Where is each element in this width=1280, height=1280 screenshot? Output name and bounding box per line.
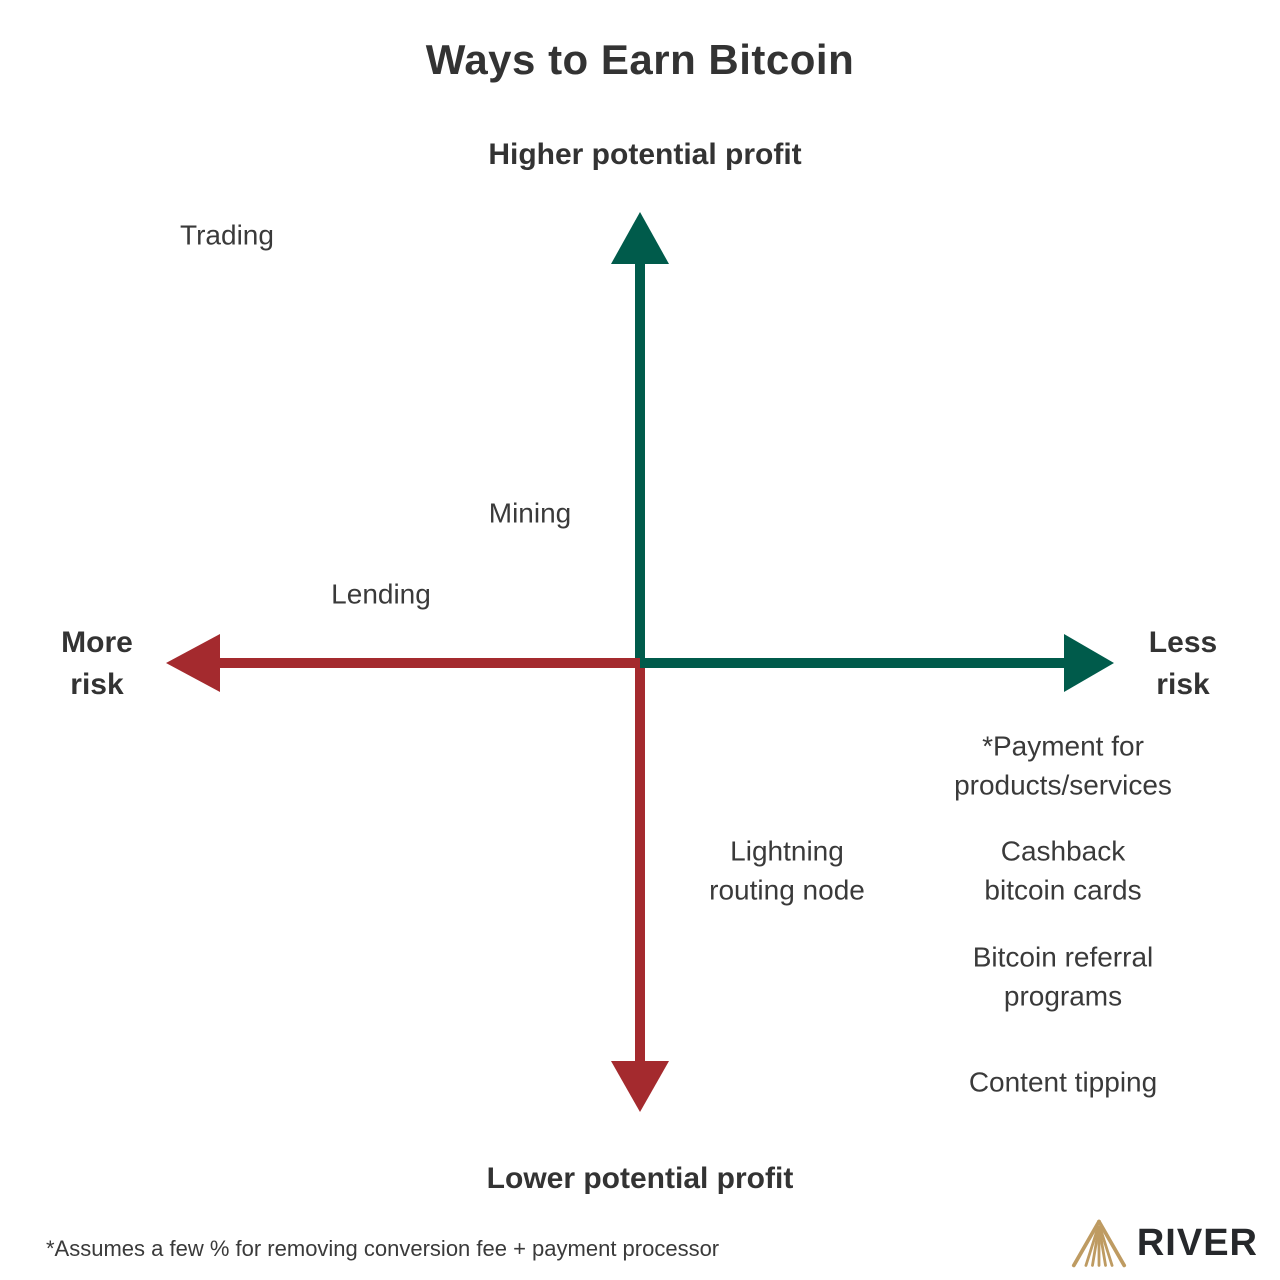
axis-label-left: More risk	[61, 622, 133, 706]
item-mining-line1: Mining	[488, 497, 572, 529]
item-payment-line1: *Payment for	[982, 730, 1144, 762]
axis-label-right-line2: risk	[1156, 668, 1210, 701]
axis-label-bottom: Lower potential profit	[486, 1162, 794, 1195]
item-lending: Lending	[331, 576, 431, 615]
item-lending-line1: Lending	[331, 578, 431, 610]
axis-label-left-line1: More	[61, 626, 133, 659]
item-lightning-routing-node: Lightning routing node	[709, 832, 865, 909]
item-content-tipping: Content tipping	[969, 1064, 1157, 1103]
axis-label-left-line2: risk	[70, 668, 124, 701]
axis-label-top: Higher potential profit	[488, 138, 802, 171]
item-trading: Trading	[180, 217, 274, 256]
right-arrow-icon	[640, 634, 1114, 692]
river-logo-text: RIVER	[1136, 1221, 1258, 1264]
item-bitcoin-referral-programs: Bitcoin referral programs	[973, 938, 1154, 1015]
item-lightning-line2: routing node	[709, 874, 865, 905]
item-referral-line1: Bitcoin referral	[972, 941, 1154, 973]
page-title: Ways to Earn Bitcoin	[425, 36, 855, 83]
item-tipping-line1: Content tipping	[968, 1066, 1158, 1098]
item-trading-line1: Trading	[180, 219, 274, 251]
item-payment-for-products: *Payment for products/services	[954, 727, 1172, 804]
item-lightning-line1: Lightning	[730, 835, 844, 867]
left-arrow-icon	[166, 634, 640, 692]
item-cashback-line1: Cashback	[1000, 835, 1126, 867]
item-cashback-line2: bitcoin cards	[984, 874, 1142, 905]
item-payment-line2: products/services	[954, 769, 1172, 800]
footnote: *Assumes a few % for removing conversion…	[46, 1236, 720, 1261]
item-referral-line2: programs	[1003, 980, 1123, 1011]
item-cashback-bitcoin-cards: Cashback bitcoin cards	[984, 832, 1141, 909]
river-logo-icon	[1071, 1219, 1126, 1268]
axis-label-right-line1: Less	[1148, 626, 1218, 659]
river-logo: RIVER	[1071, 1218, 1258, 1268]
down-arrow-icon	[611, 668, 669, 1112]
axis-label-right: Less risk	[1149, 622, 1217, 706]
item-mining: Mining	[489, 495, 571, 534]
up-arrow-icon	[611, 212, 669, 663]
